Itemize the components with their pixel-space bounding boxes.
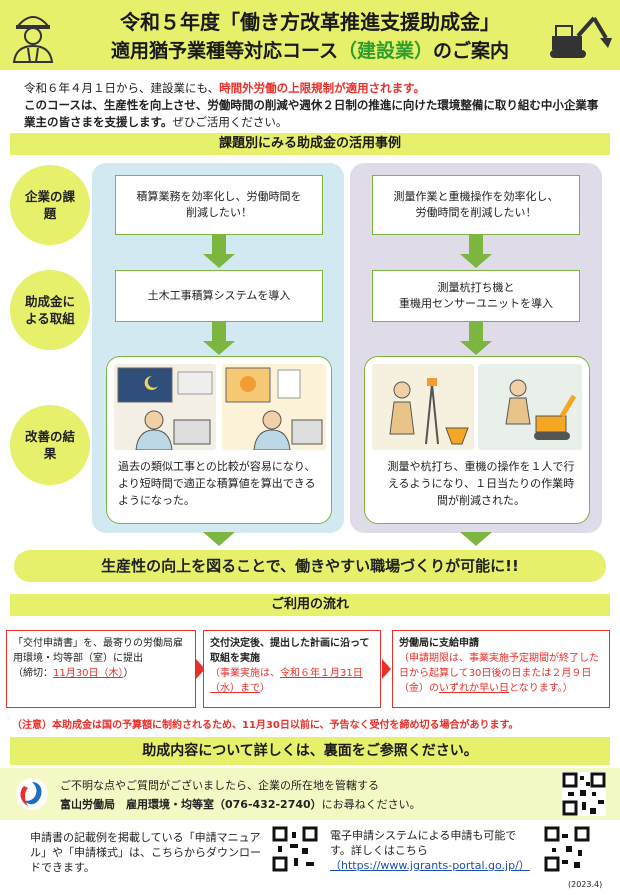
right-arrow-icon (196, 659, 205, 679)
left-issue-text: 積算業務を効率化し、労働時間を削減したい！ (136, 190, 302, 219)
survey-illustration (372, 364, 474, 450)
arrow-shaft (212, 235, 226, 255)
right-effort-box: 測量杭打ち機と 重機用センサーユニットを導入 (372, 270, 580, 322)
summary-banner: 生産性の向上を図ることで、働きやすい職場づくりが可能に!! (14, 550, 606, 582)
intro-text: 令和６年４月１日から、建設業にも、時間外労働の上限規制が適用されます。 このコー… (24, 80, 604, 131)
worker-icon (8, 6, 58, 64)
header-band (0, 0, 620, 70)
right-result-text: 測量や杭打ち、重機の操作を１人で行えるようになり、１日当たりの作業時間が削減され… (387, 460, 575, 507)
ministry-logo-icon (14, 776, 50, 812)
down-arrow-icon (460, 341, 492, 355)
flow-step-2-period: 令和６年１月31日（水）まで (210, 668, 363, 694)
qr-code-icon[interactable] (544, 826, 590, 872)
intro-highlight: 時間外労働の上限規制が適用されます。 (219, 81, 426, 95)
subtitle-part-c: のご案内 (433, 40, 510, 62)
right-issue-box: 測量作業と重機操作を効率化し、労働時間を削減したい！ (372, 175, 580, 235)
jgrants-link[interactable]: （https://www.jgrants-portal.go.jp/） (330, 859, 530, 872)
contact-office-suffix: にお尋ねください。 (321, 798, 421, 811)
flow-step-2: 交付決定後、提出した計画に沿って取組を実施 （事業実施は、令和６年１月31日（水… (203, 630, 381, 708)
section-title-flow: ご利用の流れ (10, 594, 610, 616)
page-title: 令和５年度「働き方改革推進支援助成金」 (120, 10, 500, 34)
qr-code-icon[interactable] (272, 826, 318, 872)
flow-step-1: 「交付申請書」を、最寄りの労働局雇用環境・均等部（室）に提出 （締切：11月30… (6, 630, 196, 708)
flow-step-3-text-end: となります。） (509, 683, 573, 694)
flow-step-1-deadline-open: （締切： (13, 668, 53, 679)
right-effort-text-1: 測量杭打ち機と (437, 281, 515, 294)
arrow-shaft (469, 235, 483, 255)
down-arrow-icon (460, 532, 492, 546)
flow-step-3-text: （申請期限は、事業実施予定期間が終了した日から起算して30日後の日または２月９日… (399, 653, 599, 694)
down-arrow-icon (203, 532, 235, 546)
qr-code-icon[interactable] (562, 772, 606, 816)
office-day-illustration (222, 364, 326, 450)
contact-office-name: 富山労働局 雇用環境・均等室（076-432-2740） (60, 798, 322, 811)
contact-band (0, 768, 620, 820)
contact-text: ご不明な点やご質問がございましたら、企業の所在地を管轄する (60, 779, 379, 792)
down-arrow-icon (203, 341, 235, 355)
subtitle-highlight: （建設業） (338, 40, 434, 62)
e-application-text: 電子申請システムによる申請も可能です。詳しくはこちら （https://www.… (330, 828, 530, 873)
flow-step-3-title: 労働局に支給申請 (399, 638, 479, 649)
down-arrow-icon (460, 254, 492, 268)
issue-date: (2023.4) (568, 880, 603, 889)
excavator-illustration (478, 364, 582, 450)
intro-line2: このコースは、生産性を向上させ、労働時間の削減や週休２日制の推進に向けた環境整備… (24, 98, 599, 129)
flow-step-1-deadline-close: ） (123, 668, 134, 679)
left-issue-box: 積算業務を効率化し、労働時間を削減したい！ (115, 175, 323, 235)
flow-step-3: 労働局に支給申請 （申請期限は、事業実施予定期間が終了した日から起算して30日後… (392, 630, 610, 708)
flow-step-2-text: 交付決定後、提出した計画に沿って取組を実施 (210, 638, 370, 664)
left-result-text: 過去の類似工事との比較が容易になり、より短時間で適正な積算値を算出できるようにな… (118, 460, 316, 507)
right-issue-text: 測量作業と重機操作を効率化し、労働時間を削減したい！ (393, 190, 559, 219)
left-effort-box: 土木工事積算システムを導入 (115, 270, 323, 322)
label-result: 改善の結果 (10, 405, 90, 485)
flow-step-1-deadline: 11月30日（木） (53, 668, 124, 679)
flow-step-2-period-close: ） (260, 683, 270, 694)
section-title-details: 助成内容について詳しくは、裏面をご参照ください。 (10, 737, 610, 765)
excavator-icon (548, 8, 614, 64)
manual-download-text: 申請書の記載例を掲載している「申請マニュアル」や「申請様式」は、こちらからダウン… (30, 831, 261, 874)
left-effort-text: 土木工事積算システムを導入 (147, 289, 291, 302)
intro-line1: 令和６年４月１日から、建設業にも、 (24, 81, 220, 95)
label-effort: 助成金による取組 (10, 270, 90, 350)
label-issue: 企業の課題 (10, 165, 90, 245)
right-effort-text-2: 重機用センサーユニットを導入 (399, 297, 553, 310)
arrow-shaft (469, 322, 483, 342)
intro-line3: ぜひご活用ください。 (172, 115, 288, 129)
contact-office: 富山労働局 雇用環境・均等室（076-432-2740）にお尋ねください。 (60, 796, 421, 812)
flow-step-3-emphasis: いずれか早い日 (439, 683, 509, 694)
down-arrow-icon (203, 254, 235, 268)
office-night-illustration (114, 364, 216, 450)
budget-notice: （注意）本助成金は国の予算額に制約されるため、11月30日以前に、予告なく受付を… (12, 720, 519, 731)
subtitle-part-a: 適用猶予業種等対応コース (110, 40, 339, 62)
section-title-cases: 課題別にみる助成金の活用事例 (10, 133, 610, 155)
e-application-desc: 電子申請システムによる申請も可能です。詳しくはこちら (330, 829, 517, 857)
arrow-shaft (212, 322, 226, 342)
page-subtitle: 適用猶予業種等対応コース（建設業）のご案内 (0, 36, 620, 63)
flow-step-1-text: 「交付申請書」を、最寄りの労働局雇用環境・均等部（室）に提出 (13, 638, 183, 664)
flow-step-2-period-open: （事業実施は、 (210, 668, 280, 679)
right-arrow-icon (382, 659, 391, 679)
